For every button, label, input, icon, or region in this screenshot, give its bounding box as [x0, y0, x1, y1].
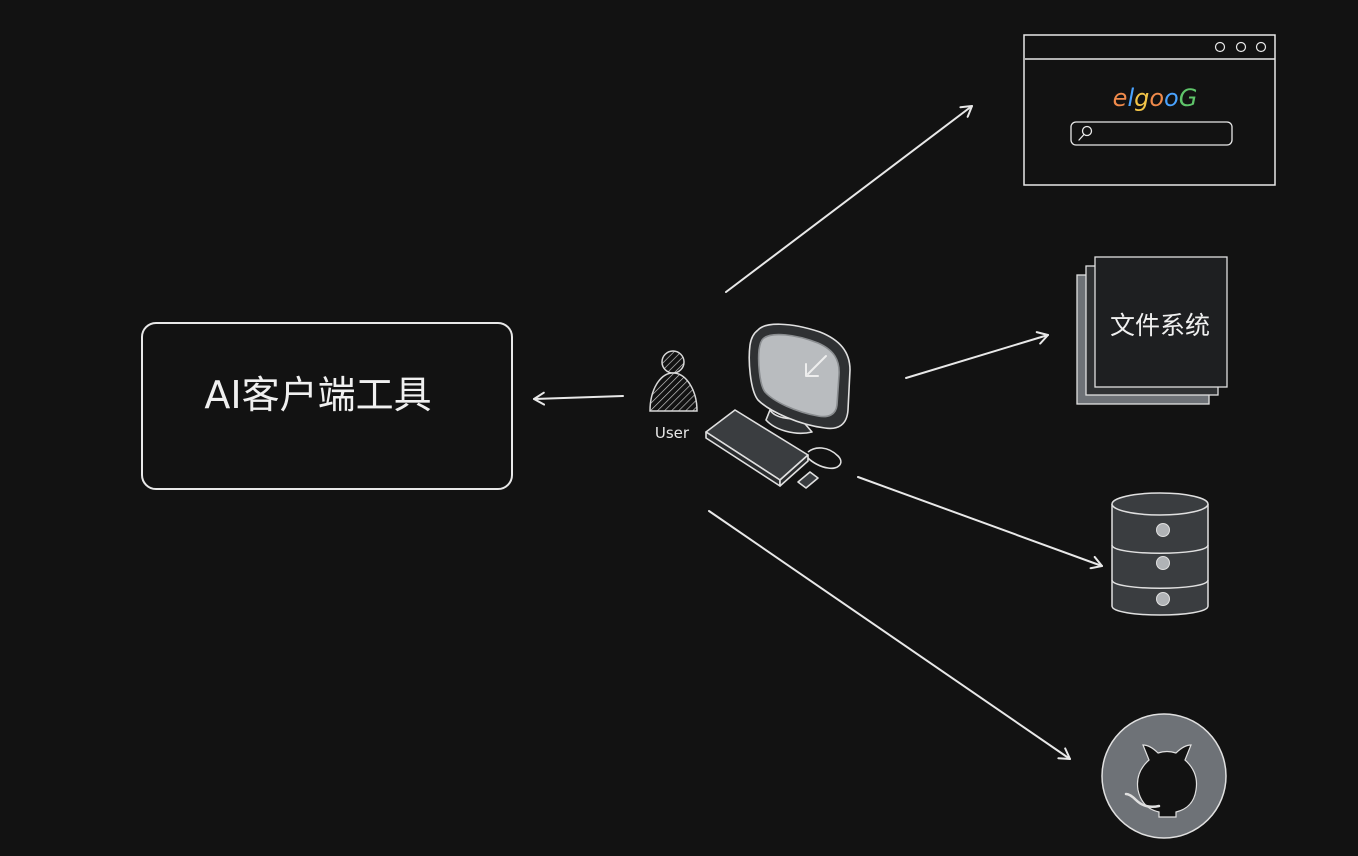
- browser-search-input[interactable]: [1070, 121, 1233, 146]
- arrow-user-to-client: [533, 391, 624, 406]
- browser-logo-letter: o: [1149, 84, 1164, 112]
- mouse-icon: [797, 471, 819, 489]
- window-control-icon[interactable]: [1235, 41, 1247, 53]
- browser-window: elgooG: [1023, 34, 1276, 186]
- arrow-user-to-filesystem: [905, 331, 1049, 379]
- browser-logo-letter: g: [1134, 84, 1149, 112]
- search-icon: [1078, 125, 1093, 141]
- browser-logo-letter: e: [1113, 84, 1128, 112]
- browser-logo-letter: G: [1179, 84, 1198, 112]
- user-head-icon: [661, 350, 685, 374]
- user-label: User: [655, 424, 690, 442]
- user-figure: User: [649, 350, 698, 442]
- arrow-user-to-github: [708, 510, 1071, 760]
- arrow-user-to-browser: [725, 105, 973, 293]
- browser-logo: elgooG: [1113, 84, 1198, 112]
- window-control-icon[interactable]: [1214, 41, 1226, 53]
- browser-logo-letter: o: [1164, 84, 1179, 112]
- browser-logo-letter: l: [1127, 84, 1134, 112]
- github-icon: [1101, 713, 1227, 839]
- user-body-icon: [649, 372, 698, 412]
- computer-workstation-icon: [705, 323, 851, 489]
- filesystem-stack: 文件系统: [1076, 256, 1228, 405]
- database-icon: [1111, 492, 1209, 616]
- window-control-icon[interactable]: [1255, 41, 1267, 53]
- arrow-user-to-database: [857, 476, 1103, 570]
- connector-arrows: [533, 105, 1103, 760]
- filesystem-label: 文件系统: [1110, 311, 1210, 340]
- monitor-screen: [757, 333, 840, 418]
- ai-client-box: AI客户端工具: [141, 322, 513, 490]
- ai-client-label: AI客户端工具: [204, 373, 431, 417]
